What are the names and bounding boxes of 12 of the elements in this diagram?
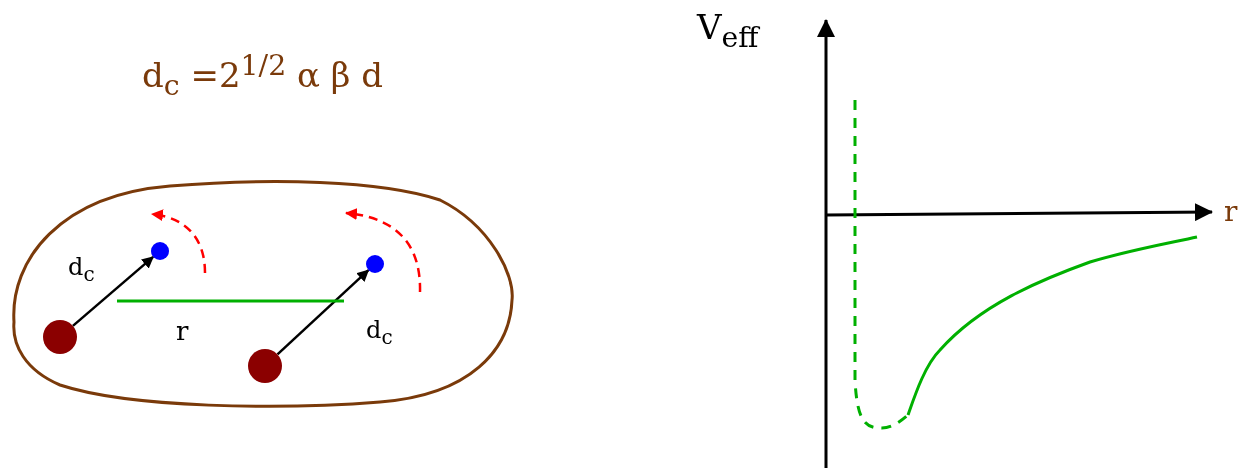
small-particle: [366, 255, 384, 273]
large-particle: [248, 349, 282, 383]
distance-label: d$_{c}$: [366, 318, 393, 347]
small-particle: [151, 242, 169, 260]
distance-label: d$_{c}$: [68, 255, 95, 284]
separation-label: r: [176, 318, 189, 344]
arrow: [276, 269, 370, 356]
large-particle: [43, 320, 77, 354]
arrow: [72, 255, 154, 327]
axis-label: r: [1224, 198, 1238, 226]
formula: d$_{c}$ =2$^{1/2}$ α β d: [142, 52, 383, 101]
axis-label: V$_{eff}$: [697, 10, 759, 53]
